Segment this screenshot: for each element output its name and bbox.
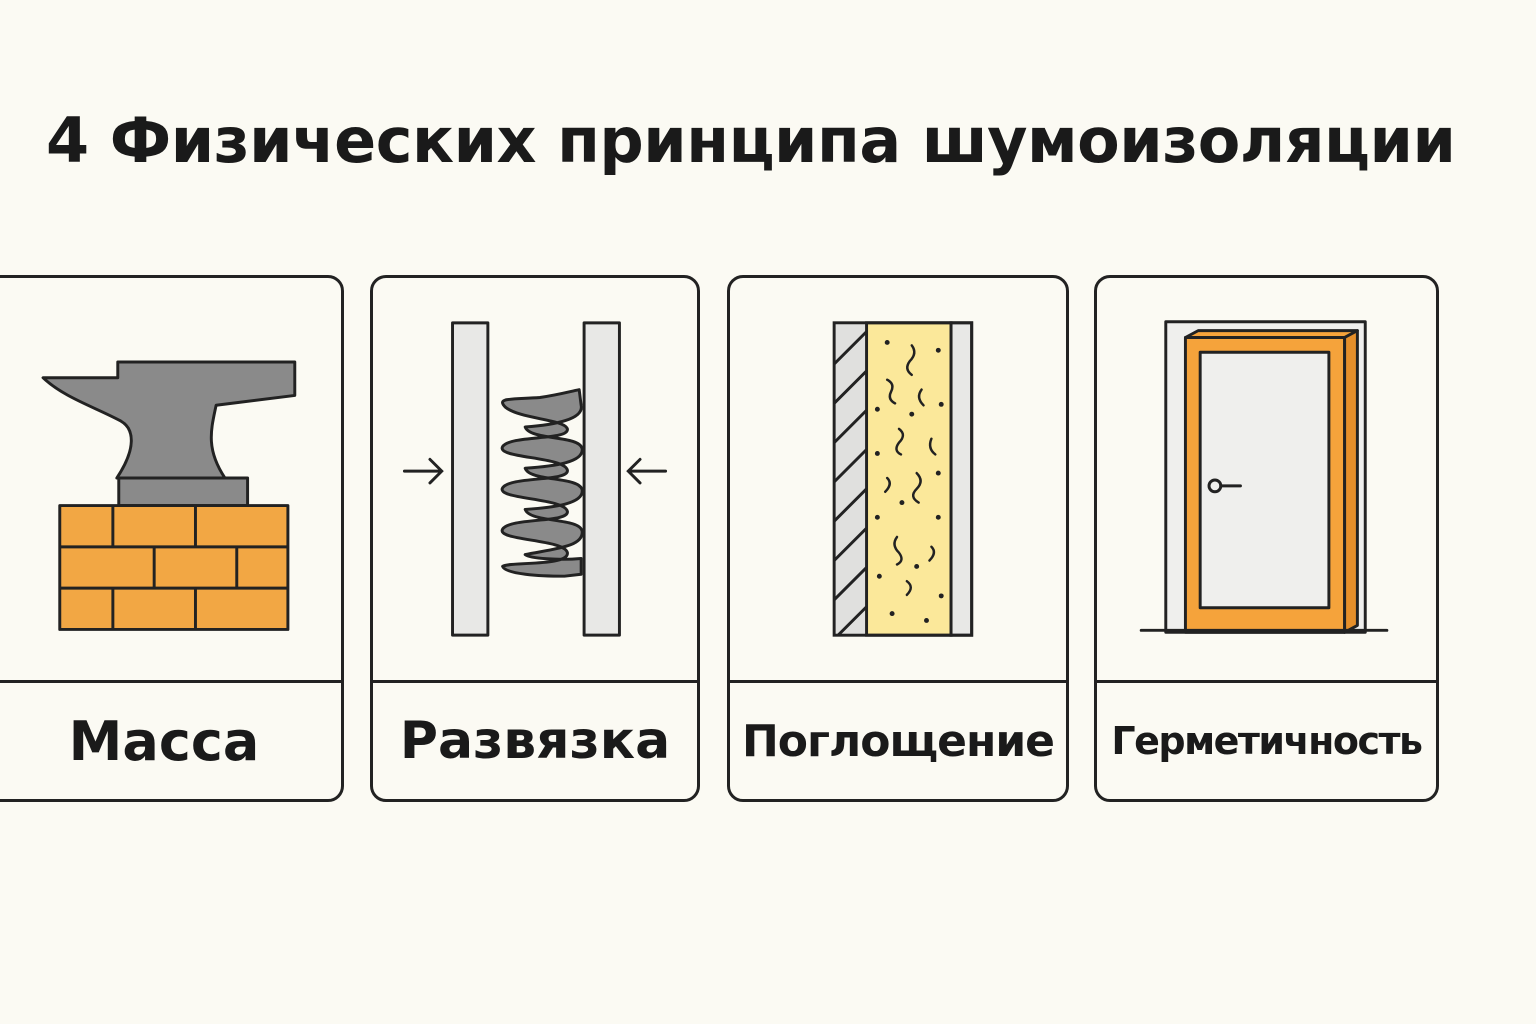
card-divider bbox=[0, 680, 341, 683]
card-divider bbox=[730, 680, 1066, 683]
anvil-on-bricks-icon bbox=[41, 360, 297, 631]
sealed-door-icon bbox=[1139, 320, 1389, 634]
card-label-decoupling: Развязка bbox=[399, 711, 671, 771]
decoupling-spring-icon bbox=[402, 321, 668, 637]
card-label-mass: Масса bbox=[68, 709, 260, 773]
card-label-sealing: Герметичность bbox=[1111, 719, 1423, 763]
insulation-layer-icon bbox=[832, 321, 974, 637]
page-title: 4 Физических принципа шумоизоляции bbox=[46, 104, 1456, 177]
card-divider bbox=[1097, 680, 1436, 683]
principle-card-decoupling: Развязка bbox=[370, 275, 700, 802]
principle-card-sealing: Герметичность bbox=[1094, 275, 1439, 802]
principle-card-mass: Масса bbox=[0, 275, 344, 802]
card-label-absorption: Поглощение bbox=[741, 715, 1055, 767]
card-divider bbox=[373, 680, 697, 683]
principle-card-absorption: Поглощение bbox=[727, 275, 1069, 802]
